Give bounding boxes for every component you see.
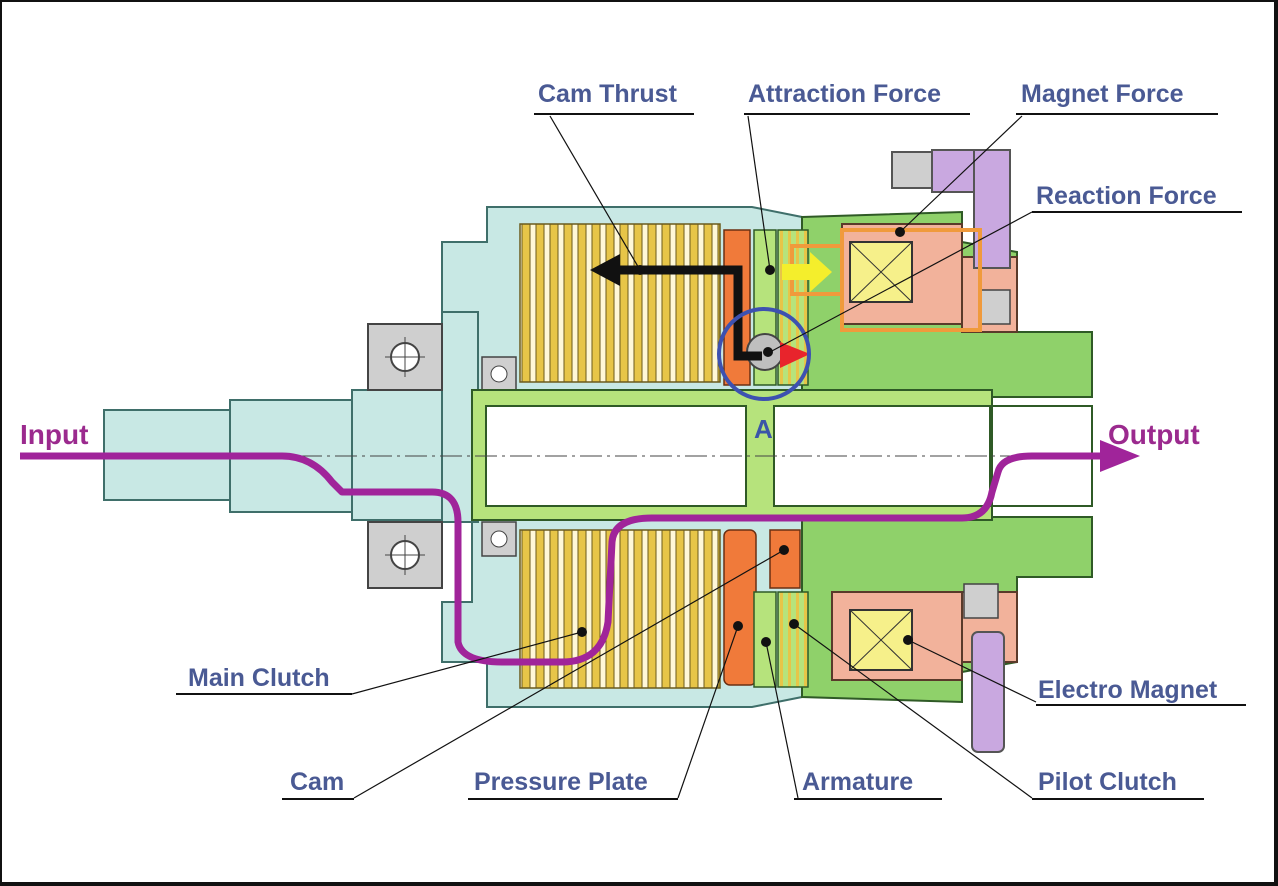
reaction-arrow bbox=[780, 342, 810, 368]
input-bearing-bottom bbox=[367, 521, 443, 589]
electro-magnet-coil-top bbox=[849, 241, 913, 303]
label-pressure-plate: Pressure Plate bbox=[474, 768, 648, 796]
label-electro-magnet: Electro Magnet bbox=[1038, 676, 1218, 704]
output-bearing-bottom bbox=[963, 583, 999, 619]
pressure-plate-bottom bbox=[723, 529, 757, 686]
label-main-clutch: Main Clutch bbox=[188, 664, 330, 692]
electro-magnet-coil-bottom bbox=[849, 609, 913, 671]
detail-circle-a bbox=[717, 307, 811, 401]
label-armature: Armature bbox=[802, 768, 913, 796]
leader-dots bbox=[577, 227, 913, 647]
cam-thrust-arrow bbox=[590, 254, 762, 361]
attraction-arrow bbox=[782, 252, 832, 292]
intermediate-shaft bbox=[471, 389, 1093, 521]
locating-pin bbox=[971, 631, 1005, 753]
power-flow-path bbox=[20, 440, 1140, 666]
label-pilot-clutch: Pilot Clutch bbox=[1038, 768, 1177, 796]
output-bearing-top bbox=[979, 289, 1011, 325]
output-label: Output bbox=[1108, 419, 1200, 450]
label-magnet-force: Magnet Force bbox=[1021, 80, 1184, 108]
input-label: Input bbox=[20, 419, 88, 450]
label-cam-thrust: Cam Thrust bbox=[538, 80, 678, 108]
label-reaction-force: Reaction Force bbox=[1036, 182, 1217, 210]
hub-bearing-bottom bbox=[481, 521, 517, 557]
main-clutch-pack-top bbox=[519, 223, 721, 383]
cam-bottom bbox=[769, 529, 801, 589]
label-cam: Cam bbox=[290, 768, 344, 796]
magnet-force-box bbox=[840, 228, 982, 332]
label-underlines bbox=[176, 113, 1246, 800]
leader-lines bbox=[351, 115, 1037, 799]
pilot-clutch-bottom bbox=[777, 591, 809, 688]
input-bearing-top bbox=[367, 323, 443, 391]
detail-marker-a: A bbox=[754, 414, 773, 444]
label-attraction-force: Attraction Force bbox=[748, 80, 941, 108]
hub-bearing-top bbox=[481, 356, 517, 392]
connector bbox=[891, 149, 1011, 269]
